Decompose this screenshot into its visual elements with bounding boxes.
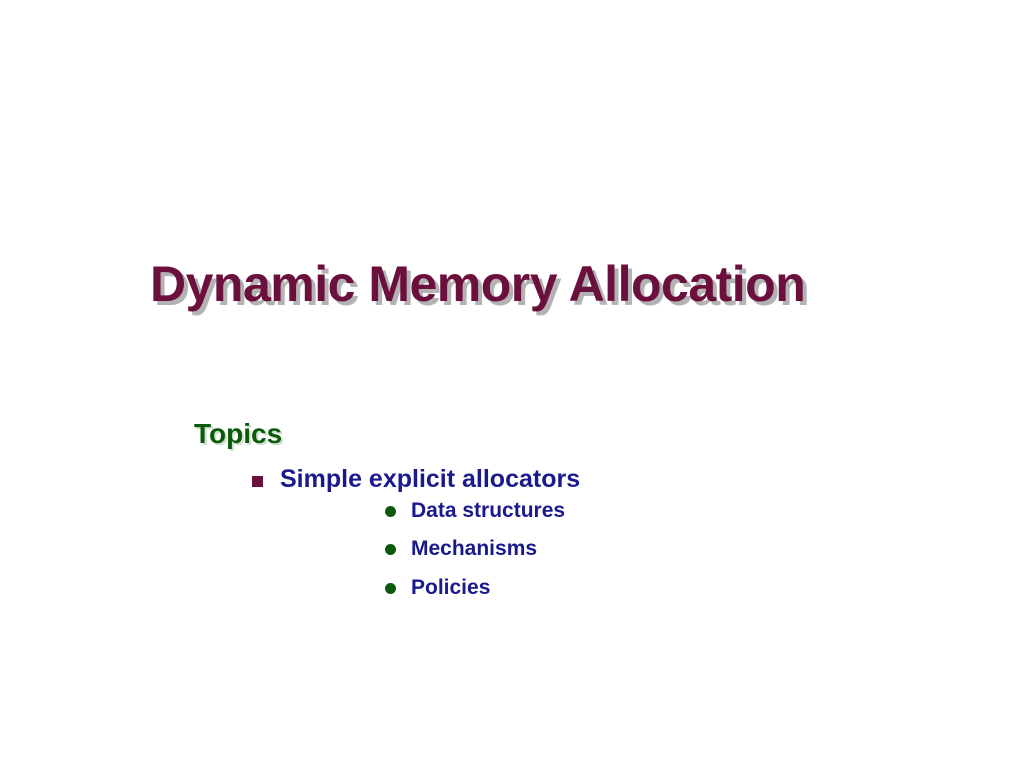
- disc-bullet-icon: [385, 582, 396, 594]
- slide-body: Topics Simple explicit allocators Data s…: [194, 418, 954, 607]
- list-item: Data structures: [280, 498, 954, 523]
- list-item-label: Mechanisms: [411, 537, 538, 561]
- disc-bullet-icon: [385, 544, 396, 556]
- list-item-label: Policies: [411, 575, 491, 599]
- topics-sub-list: Data structures Mechanisms Policies: [280, 498, 954, 600]
- list-item: Simple explicit allocators Data structur…: [194, 464, 954, 600]
- page-title: Dynamic Memory Allocation: [150, 256, 806, 312]
- list-item-label: Data structures: [411, 499, 566, 523]
- topics-heading: Topics: [194, 418, 283, 449]
- list-item: Mechanisms: [280, 536, 954, 561]
- topics-bullet-list: Simple explicit allocators Data structur…: [194, 464, 954, 600]
- list-item-label: Simple explicit allocators: [280, 465, 581, 494]
- disc-bullet-icon: [385, 506, 396, 518]
- square-bullet-icon: [252, 476, 263, 488]
- list-item: Policies: [280, 575, 954, 600]
